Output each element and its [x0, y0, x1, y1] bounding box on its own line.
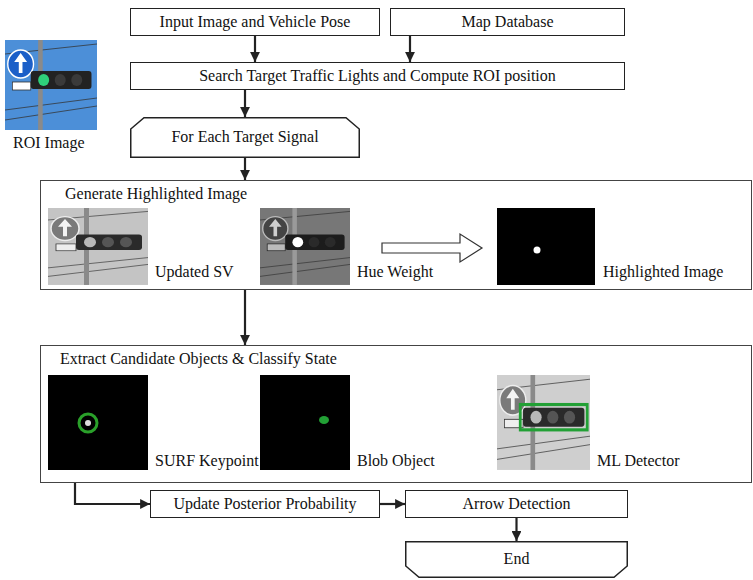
flow-arrow	[244, 158, 246, 180]
loop-outline	[131, 118, 360, 158]
node-text: Map Database	[462, 13, 554, 31]
process-box: Search Target Traffic Lights and Compute…	[130, 62, 625, 90]
node-text: Search Target Traffic Lights and Compute…	[199, 67, 556, 85]
image-label: Highlighted Image	[603, 263, 723, 281]
process-box: Update Posterior Probability	[150, 490, 380, 518]
database-box: Map Database	[390, 8, 625, 36]
blob-object-image	[260, 375, 350, 470]
image-label: Updated SV	[155, 263, 234, 281]
node-text: For Each Target Signal	[171, 128, 318, 146]
ml-detector-image	[497, 375, 590, 470]
loop-end: End	[405, 541, 628, 578]
image-label: ROI Image	[13, 134, 85, 152]
panel-heading: Generate Highlighted Image	[65, 185, 247, 203]
sky	[5, 40, 97, 130]
flow-arrow	[244, 290, 246, 345]
image-label: SURF Keypoint	[155, 452, 259, 470]
hue-weight-image	[260, 208, 350, 285]
image-label: Hue Weight	[357, 263, 433, 281]
image-label: Blob Object	[357, 452, 435, 470]
highlighted-image	[497, 208, 595, 285]
traffic-light	[31, 71, 92, 89]
node-text: Arrow Detection	[463, 495, 571, 513]
image-label: ML Detector	[597, 452, 679, 470]
flow-arrow	[254, 36, 256, 62]
flow-arrow	[75, 483, 150, 504]
sign	[8, 50, 34, 78]
node-text: Update Posterior Probability	[173, 495, 356, 513]
flow-arrow	[244, 90, 246, 117]
loop-outline	[406, 542, 628, 578]
roi-image	[5, 40, 97, 130]
loop-start: For Each Target Signal	[130, 117, 360, 158]
node-text: Input Image and Vehicle Pose	[160, 13, 351, 31]
detection-box	[520, 405, 587, 430]
flow-arrow	[515, 518, 517, 541]
flow-arrow	[380, 503, 405, 505]
node-text: End	[504, 550, 530, 568]
panel-heading: Extract Candidate Objects & Classify Sta…	[60, 350, 337, 368]
process-box: Arrow Detection	[405, 490, 628, 518]
surf-keypoint-image	[48, 375, 148, 470]
input-box: Input Image and Vehicle Pose	[130, 8, 380, 36]
flow-arrow	[409, 36, 411, 62]
hollow-arrow	[382, 234, 482, 262]
updated-sv-image	[48, 208, 148, 285]
